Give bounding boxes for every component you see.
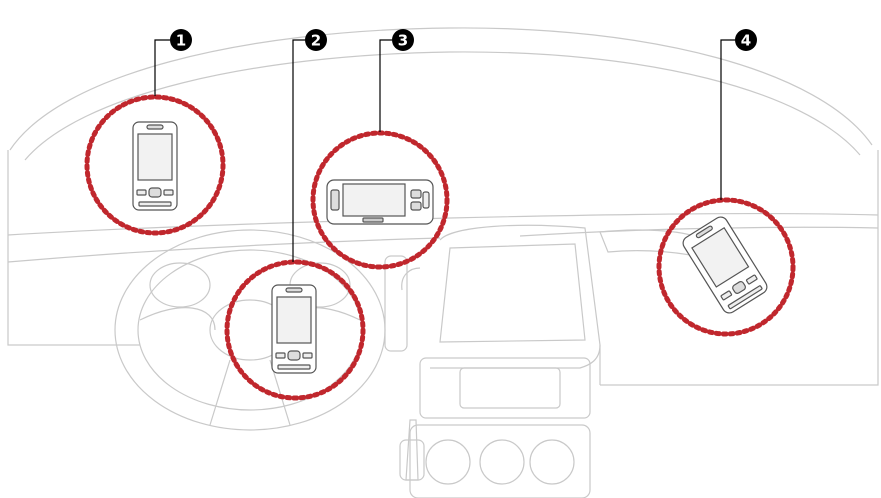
mount-ring-2 <box>224 259 366 401</box>
callout-number-2: 2 <box>311 32 321 50</box>
leader-line-2 <box>292 39 305 262</box>
phone-tilted-icon <box>682 216 768 314</box>
phone-landscape-icon <box>326 179 434 225</box>
callout-marker-1: 1 <box>170 29 192 51</box>
phone-upright-icon <box>271 284 317 374</box>
leader-line-1 <box>154 39 170 96</box>
mount-ring-3 <box>310 130 450 270</box>
mount-ring-4 <box>656 197 796 337</box>
leader-line-3 <box>379 39 392 132</box>
leader-line-4 <box>720 39 735 200</box>
callout-marker-2: 2 <box>305 29 327 51</box>
leader-lines <box>154 39 735 262</box>
callout-marker-4: 4 <box>735 29 757 51</box>
phone-upright-icon <box>132 121 178 211</box>
callout-number-4: 4 <box>741 32 751 50</box>
callout-number-1: 1 <box>176 32 186 50</box>
callout-marker-3: 3 <box>392 29 414 51</box>
callout-number-3: 3 <box>398 32 408 50</box>
mount-ring-1 <box>84 94 226 236</box>
